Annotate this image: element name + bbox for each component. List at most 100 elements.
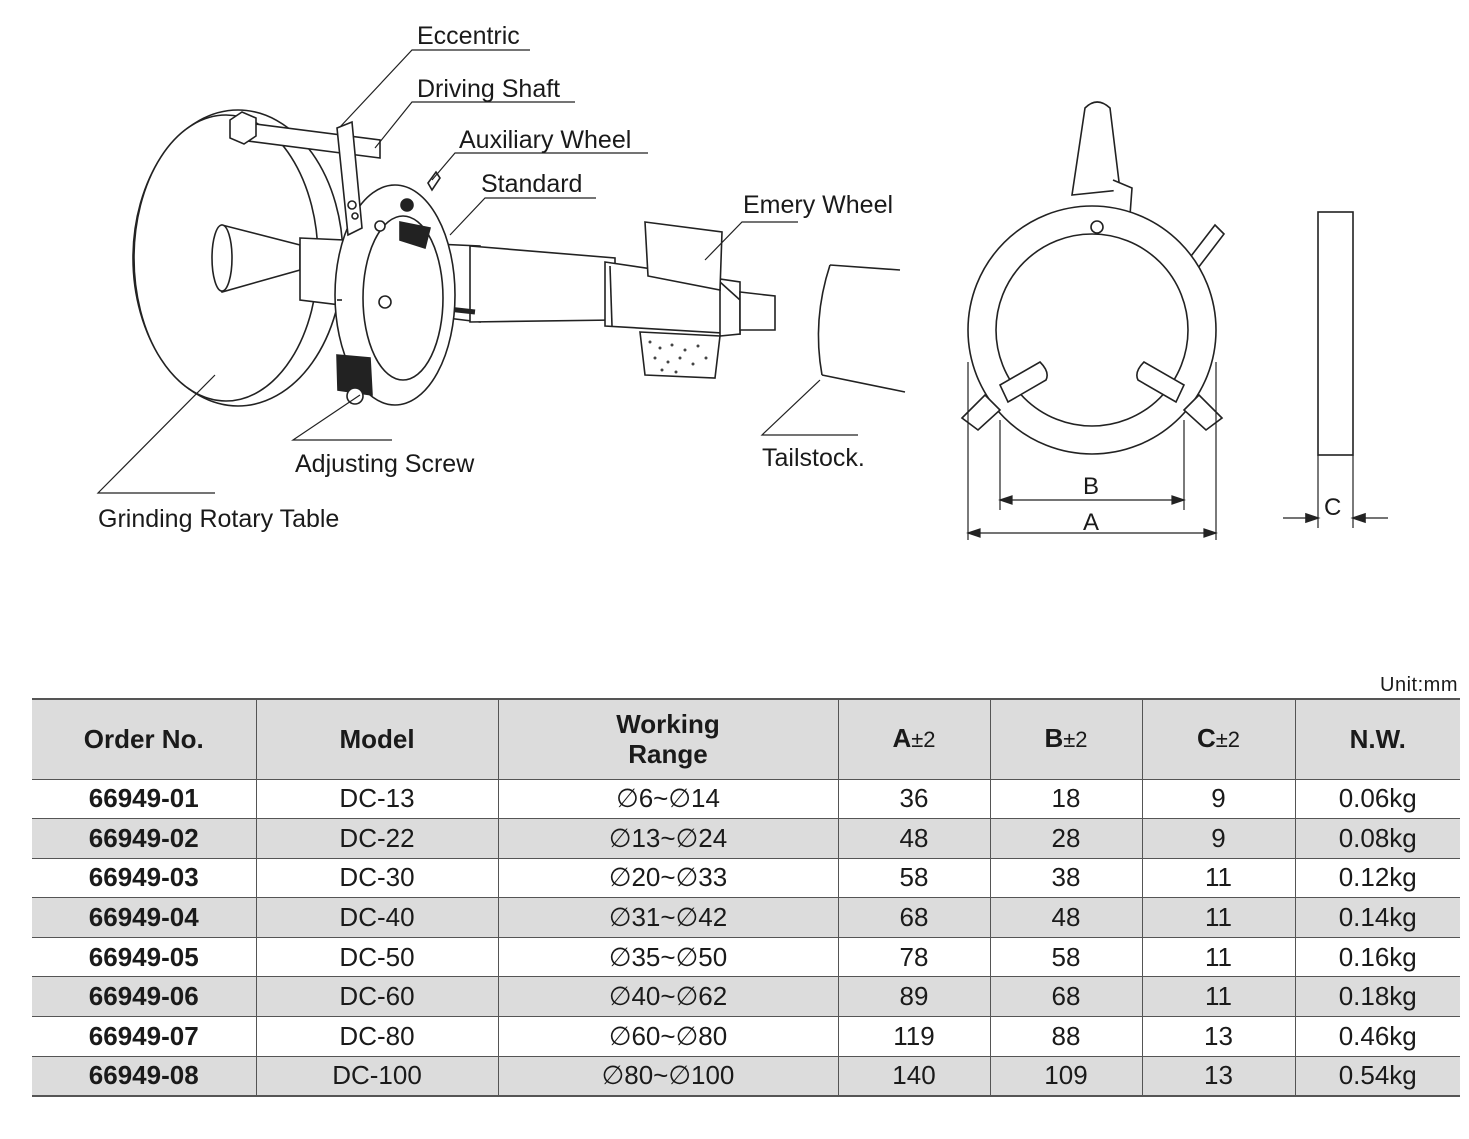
header-b: B±2 <box>989 699 1143 779</box>
header-model: Model <box>255 699 499 779</box>
cell-working-range: ∅40~∅62 <box>497 976 839 1017</box>
label-adjusting-screw: Adjusting Screw <box>295 450 475 478</box>
eccentric-drawing <box>229 111 381 237</box>
ring-dimension-lines <box>966 362 1218 540</box>
cell-order-no: 66949-08 <box>32 1056 257 1096</box>
header-c: C±2 <box>1141 699 1296 779</box>
cell-working-range: ∅20~∅33 <box>497 858 839 898</box>
header-b-letter: B <box>1044 723 1064 754</box>
cell-order-no: 66949-05 <box>32 937 257 977</box>
header-a: A±2 <box>837 699 991 779</box>
cell-working-range: ∅13~∅24 <box>497 818 839 859</box>
tailstock-drawing <box>817 264 906 393</box>
cell-a: 48 <box>837 818 991 859</box>
dimension-c-label: C <box>1324 494 1341 521</box>
table-row: 66949-04 DC-40 ∅31~∅42 68 48 11 0.14kg <box>32 897 1460 938</box>
cell-b: 38 <box>989 858 1143 898</box>
header-a-tolerance: ±2 <box>911 727 936 753</box>
cell-model: DC-50 <box>255 937 499 977</box>
header-b-tolerance: ±2 <box>1063 727 1088 753</box>
cell-working-range: ∅35~∅50 <box>497 937 839 977</box>
cell-nw: 0.18kg <box>1294 976 1460 1017</box>
assembly-diagram: Eccentric Driving Shaft Auxiliary Wheel … <box>96 22 1388 540</box>
cell-c: 11 <box>1141 976 1296 1017</box>
label-grinding-rotary-table: Grinding Rotary Table <box>98 505 339 533</box>
cell-b: 28 <box>989 818 1143 859</box>
cell-nw: 0.46kg <box>1294 1016 1460 1057</box>
cell-model: DC-30 <box>255 858 499 898</box>
cell-model: DC-80 <box>255 1016 499 1057</box>
table-row: 66949-03 DC-30 ∅20~∅33 58 38 11 0.12kg <box>32 858 1460 898</box>
cell-a: 36 <box>837 779 991 819</box>
label-tailstock: Tailstock. <box>762 444 865 472</box>
cell-c: 13 <box>1141 1056 1296 1096</box>
header-working-range: Working Range <box>497 699 839 779</box>
cell-working-range: ∅6~∅14 <box>497 779 839 819</box>
dimension-b-label: B <box>1083 473 1099 500</box>
cell-model: DC-60 <box>255 976 499 1017</box>
cell-nw: 0.54kg <box>1294 1056 1460 1096</box>
cell-c: 9 <box>1141 818 1296 859</box>
cell-b: 68 <box>989 976 1143 1017</box>
table-header-row: Order No. Model Working Range A±2 B±2 C±… <box>32 699 1460 779</box>
cell-b: 88 <box>989 1016 1143 1057</box>
table-row: 66949-06 DC-60 ∅40~∅62 89 68 11 0.18kg <box>32 976 1460 1017</box>
ring-front-view <box>960 101 1226 455</box>
cell-order-no: 66949-07 <box>32 1016 257 1057</box>
leader-lines <box>96 49 858 494</box>
cell-b: 48 <box>989 897 1143 938</box>
table-row: 66949-05 DC-50 ∅35~∅50 78 58 11 0.16kg <box>32 937 1460 977</box>
header-nw: N.W. <box>1294 699 1460 779</box>
cell-b: 58 <box>989 937 1143 977</box>
table-row: 66949-08 DC-100 ∅80~∅100 140 109 13 0.54… <box>32 1056 1460 1096</box>
cell-c: 13 <box>1141 1016 1296 1057</box>
cell-model: DC-40 <box>255 897 499 938</box>
cell-c: 9 <box>1141 779 1296 819</box>
table-row: 66949-07 DC-80 ∅60~∅80 119 88 13 0.46kg <box>32 1016 1460 1057</box>
cell-a: 58 <box>837 858 991 898</box>
unit-label: Unit:mm <box>1380 674 1458 696</box>
dimension-a-label: A <box>1083 509 1099 536</box>
cell-b: 109 <box>989 1056 1143 1096</box>
label-driving-shaft: Driving Shaft <box>417 75 560 103</box>
label-auxiliary-wheel: Auxiliary Wheel <box>459 126 631 154</box>
cell-model: DC-22 <box>255 818 499 859</box>
cell-c: 11 <box>1141 858 1296 898</box>
cell-working-range: ∅31~∅42 <box>497 897 839 938</box>
cell-a: 78 <box>837 937 991 977</box>
cell-a: 140 <box>837 1056 991 1096</box>
cell-working-range: ∅60~∅80 <box>497 1016 839 1057</box>
table-row: 66949-01 DC-13 ∅6~∅14 36 18 9 0.06kg <box>32 779 1460 819</box>
cell-nw: 0.16kg <box>1294 937 1460 977</box>
cell-model: DC-13 <box>255 779 499 819</box>
cell-nw: 0.14kg <box>1294 897 1460 938</box>
label-standard: Standard <box>481 170 582 198</box>
cell-b: 18 <box>989 779 1143 819</box>
cell-nw: 0.08kg <box>1294 818 1460 859</box>
header-order-no: Order No. <box>32 699 257 779</box>
cell-a: 89 <box>837 976 991 1017</box>
header-working-range-line1: Working <box>616 709 720 740</box>
cell-model: DC-100 <box>255 1056 499 1096</box>
cell-a: 119 <box>837 1016 991 1057</box>
cell-c: 11 <box>1141 897 1296 938</box>
standard-ring-drawing <box>334 170 456 406</box>
cell-order-no: 66949-04 <box>32 897 257 938</box>
cell-order-no: 66949-01 <box>32 779 257 819</box>
emery-wheel-drawing <box>639 221 723 379</box>
cell-a: 68 <box>837 897 991 938</box>
ring-side-view <box>1283 211 1388 528</box>
cell-order-no: 66949-02 <box>32 818 257 859</box>
header-c-tolerance: ±2 <box>1215 727 1241 753</box>
cell-order-no: 66949-06 <box>32 976 257 1017</box>
header-c-letter: C <box>1196 723 1216 754</box>
cell-order-no: 66949-03 <box>32 858 257 898</box>
cell-c: 11 <box>1141 937 1296 977</box>
specification-table: Order No. Model Working Range A±2 B±2 C±… <box>32 698 1460 1097</box>
label-emery-wheel: Emery Wheel <box>743 191 893 219</box>
cell-nw: 0.12kg <box>1294 858 1460 898</box>
cell-nw: 0.06kg <box>1294 779 1460 819</box>
table-row: 66949-02 DC-22 ∅13~∅24 48 28 9 0.08kg <box>32 818 1460 859</box>
header-a-letter: A <box>892 723 912 754</box>
label-eccentric: Eccentric <box>417 22 520 50</box>
